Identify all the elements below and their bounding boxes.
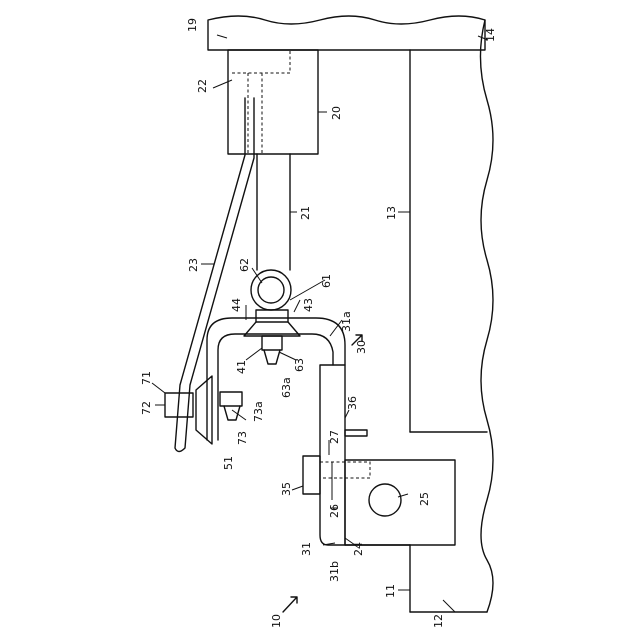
label-10: 10 xyxy=(270,614,283,628)
label-35: 35 xyxy=(280,482,293,496)
label-43: 43 xyxy=(302,298,315,312)
label-24: 24 xyxy=(352,542,365,556)
stud-36 xyxy=(345,430,367,436)
holder-73 xyxy=(220,392,242,406)
label-41: 41 xyxy=(235,360,248,374)
label-63: 63 xyxy=(293,358,306,372)
label-31a: 31a xyxy=(340,311,353,332)
nut-35 xyxy=(303,456,320,494)
label-20: 20 xyxy=(330,106,343,120)
label-13: 13 xyxy=(385,206,398,220)
block-24 xyxy=(345,460,455,545)
label-31b: 31b xyxy=(328,561,341,582)
bracket-43 xyxy=(256,310,288,322)
label-23: 23 xyxy=(187,258,200,272)
label-51: 51 xyxy=(222,456,235,470)
hole-25 xyxy=(369,484,401,516)
hose-23-dashed xyxy=(248,73,262,155)
label-11: 11 xyxy=(384,584,397,598)
label-12: 12 xyxy=(432,614,445,628)
cylinder-20 xyxy=(228,50,318,154)
ring-62-inner xyxy=(258,277,284,303)
holder-63 xyxy=(262,336,282,350)
label-21: 21 xyxy=(299,206,312,220)
label-31: 31 xyxy=(300,542,313,556)
arrow-10 xyxy=(283,597,297,612)
label-22: 22 xyxy=(196,79,209,93)
plate-wavy-edge xyxy=(480,20,493,612)
label-36: 36 xyxy=(346,396,359,410)
holder-73a xyxy=(224,406,240,420)
label-19: 19 xyxy=(186,18,199,32)
label-61: 61 xyxy=(320,274,333,288)
label-27: 27 xyxy=(328,430,341,444)
label-71: 71 xyxy=(140,371,153,385)
label-14: 14 xyxy=(484,28,497,42)
dashed-port-22 xyxy=(232,50,290,73)
holder-63a xyxy=(264,350,280,364)
label-73a: 73a xyxy=(252,401,265,422)
plate-19-14 xyxy=(208,16,485,50)
label-72: 72 xyxy=(140,401,153,415)
label-62: 62 xyxy=(238,258,251,272)
label-30: 30 xyxy=(355,340,368,354)
plate-51 xyxy=(196,376,212,444)
label-25: 25 xyxy=(418,492,431,506)
label-44: 44 xyxy=(230,298,243,312)
label-73: 73 xyxy=(236,431,249,445)
label-26: 26 xyxy=(328,504,341,518)
label-63a: 63a xyxy=(280,377,293,398)
